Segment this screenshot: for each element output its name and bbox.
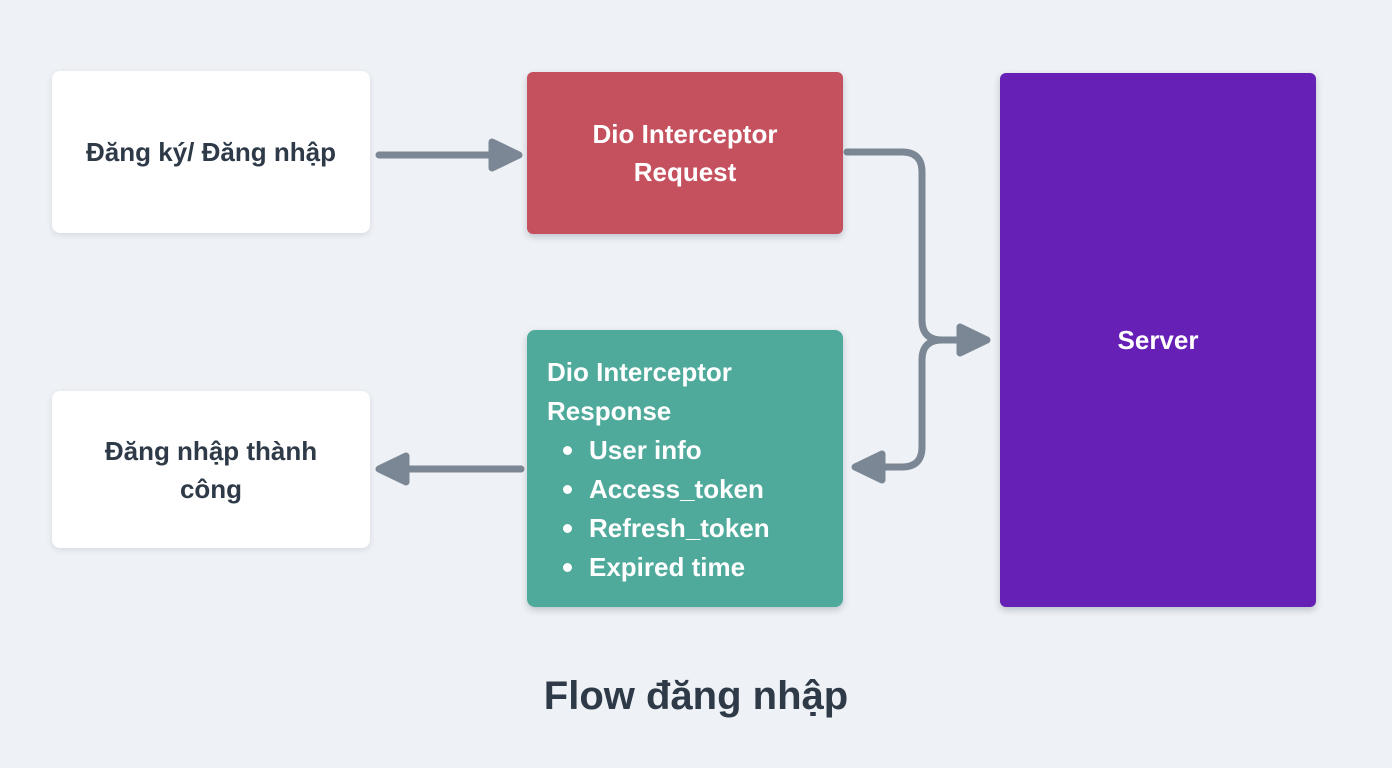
list-item: Expired time (547, 548, 823, 587)
list-item: Refresh_token (547, 509, 823, 548)
bullet-dot-icon (563, 485, 572, 494)
connector-request-to-server (843, 148, 991, 357)
list-item-label: Expired time (589, 552, 746, 582)
list-item-label: Access_token (589, 474, 764, 504)
arrow-register-to-request (375, 138, 523, 172)
bullet-dot-icon (563, 446, 572, 455)
list-item: User info (547, 431, 823, 470)
list-item-label: Refresh_token (589, 513, 770, 543)
connector-server-to-response (851, 336, 946, 484)
node-login-success-label: Đăng nhập thành công (104, 435, 318, 504)
node-dio-interceptor-request-label: Dio Interceptor Request (592, 119, 778, 187)
list-item-label: User info (589, 435, 702, 465)
node-dio-interceptor-response-heading: Dio Interceptor Response (547, 357, 732, 426)
bullet-dot-icon (563, 524, 572, 533)
node-dio-interceptor-request: Dio Interceptor Request (527, 72, 843, 234)
node-register-login: Đăng ký/ Đăng nhập (52, 71, 370, 233)
response-token-list: User info Access_token Refresh_token Exp… (547, 431, 823, 587)
bullet-dot-icon (563, 563, 572, 572)
node-login-success: Đăng nhập thành công (52, 391, 370, 548)
node-server-label: Server (1117, 325, 1199, 355)
node-server: Server (1000, 73, 1316, 607)
node-register-login-label: Đăng ký/ Đăng nhập (86, 137, 336, 167)
list-item: Access_token (547, 470, 823, 509)
arrow-response-to-success (375, 452, 525, 486)
diagram-title: Flow đăng nhập (543, 674, 849, 718)
node-dio-interceptor-response: Dio Interceptor Response User info Acces… (527, 330, 843, 607)
